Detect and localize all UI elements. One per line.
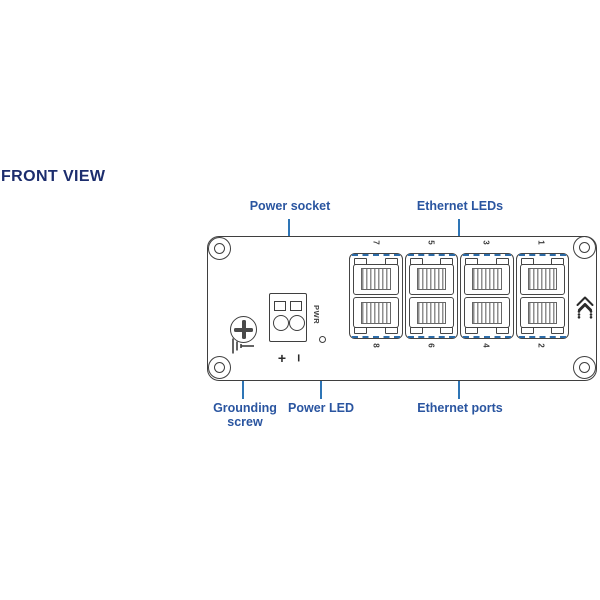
port-column-7-8 [349, 253, 403, 339]
power-led-label: Power LED [288, 401, 354, 415]
rj45-jack [464, 263, 510, 295]
port-column-5-6 [404, 253, 458, 339]
terminal-window [274, 301, 286, 311]
port-led-strip [518, 254, 566, 256]
port-number: 4 [481, 343, 491, 348]
ethernet-ports-label: Ethernet ports [417, 401, 503, 415]
port-number: 8 [371, 343, 381, 348]
earth-ground-icon [232, 338, 254, 354]
mounting-hole-bottom-left [208, 356, 231, 379]
rj45-port [406, 254, 458, 296]
rj45-pins [361, 268, 391, 290]
port-column-3-4 [460, 253, 514, 339]
rj45-pins [472, 302, 502, 324]
rj45-port [461, 254, 513, 296]
rj45-port [517, 254, 569, 296]
mounting-hole-top-right [573, 236, 596, 259]
latch-tab [384, 327, 398, 335]
port-number: 1 [536, 240, 546, 245]
terminal-window [290, 301, 302, 311]
latch-tab [409, 327, 423, 335]
mounting-hole-bottom-right [573, 356, 596, 379]
rj45-jack [519, 263, 565, 295]
port-number: 3 [481, 240, 491, 245]
rj45-pins [527, 268, 557, 290]
latch-tab [440, 327, 453, 335]
latch-tab [551, 327, 564, 335]
mounting-hole-inner [213, 361, 225, 373]
port-column-1-2 [515, 253, 569, 339]
grounding-screw-label: Grounding screw [213, 401, 277, 430]
latch-tab [520, 327, 534, 335]
port-number: 2 [536, 343, 546, 348]
rj45-jack [408, 263, 454, 295]
ethernet-port-block [349, 253, 569, 339]
port-led-strip [352, 254, 400, 256]
rj45-jack [353, 263, 399, 295]
pwr-text-label: PWR [312, 305, 321, 325]
mounting-hole-inner [213, 242, 225, 254]
rj45-jack [519, 297, 565, 329]
rj45-port [350, 254, 402, 296]
rj45-pins [361, 302, 391, 324]
rj45-port [461, 296, 513, 338]
rj45-jack [353, 297, 399, 329]
port-led-strip [463, 254, 511, 256]
power-socket-label: Power socket [249, 199, 331, 213]
grounding-screw-icon [230, 316, 257, 343]
latch-tab [354, 327, 367, 335]
port-number: 7 [371, 240, 381, 245]
port-led-strip [407, 254, 455, 256]
terminal-screw [272, 315, 289, 331]
power-led-indicator [319, 336, 326, 343]
rj45-pins [472, 268, 502, 290]
mounting-hole-inner [578, 241, 590, 253]
rj45-jack [464, 297, 510, 329]
rj45-port [350, 296, 402, 338]
mounting-hole-inner [578, 361, 590, 373]
latch-tab [495, 327, 509, 335]
rj45-jack [408, 297, 454, 329]
rj45-pins [416, 268, 446, 290]
port-number: 5 [426, 240, 436, 245]
latch-tab [465, 327, 478, 335]
power-socket [269, 293, 307, 342]
rj45-pins [416, 302, 446, 324]
page-title: FRONT VIEW [1, 168, 106, 185]
polarity-minus-label: − [291, 353, 307, 363]
terminal-screw [288, 315, 305, 331]
brand-arrow-icon [576, 296, 594, 319]
device-front-panel: + − PWR [207, 236, 597, 381]
rj45-pins [527, 302, 557, 324]
polarity-plus-label: + [277, 350, 287, 366]
port-number: 6 [426, 343, 436, 348]
mounting-hole-top-left [208, 237, 231, 260]
ethernet-leds-label: Ethernet LEDs [416, 199, 504, 213]
rj45-port [406, 296, 458, 338]
rj45-port [517, 296, 569, 338]
